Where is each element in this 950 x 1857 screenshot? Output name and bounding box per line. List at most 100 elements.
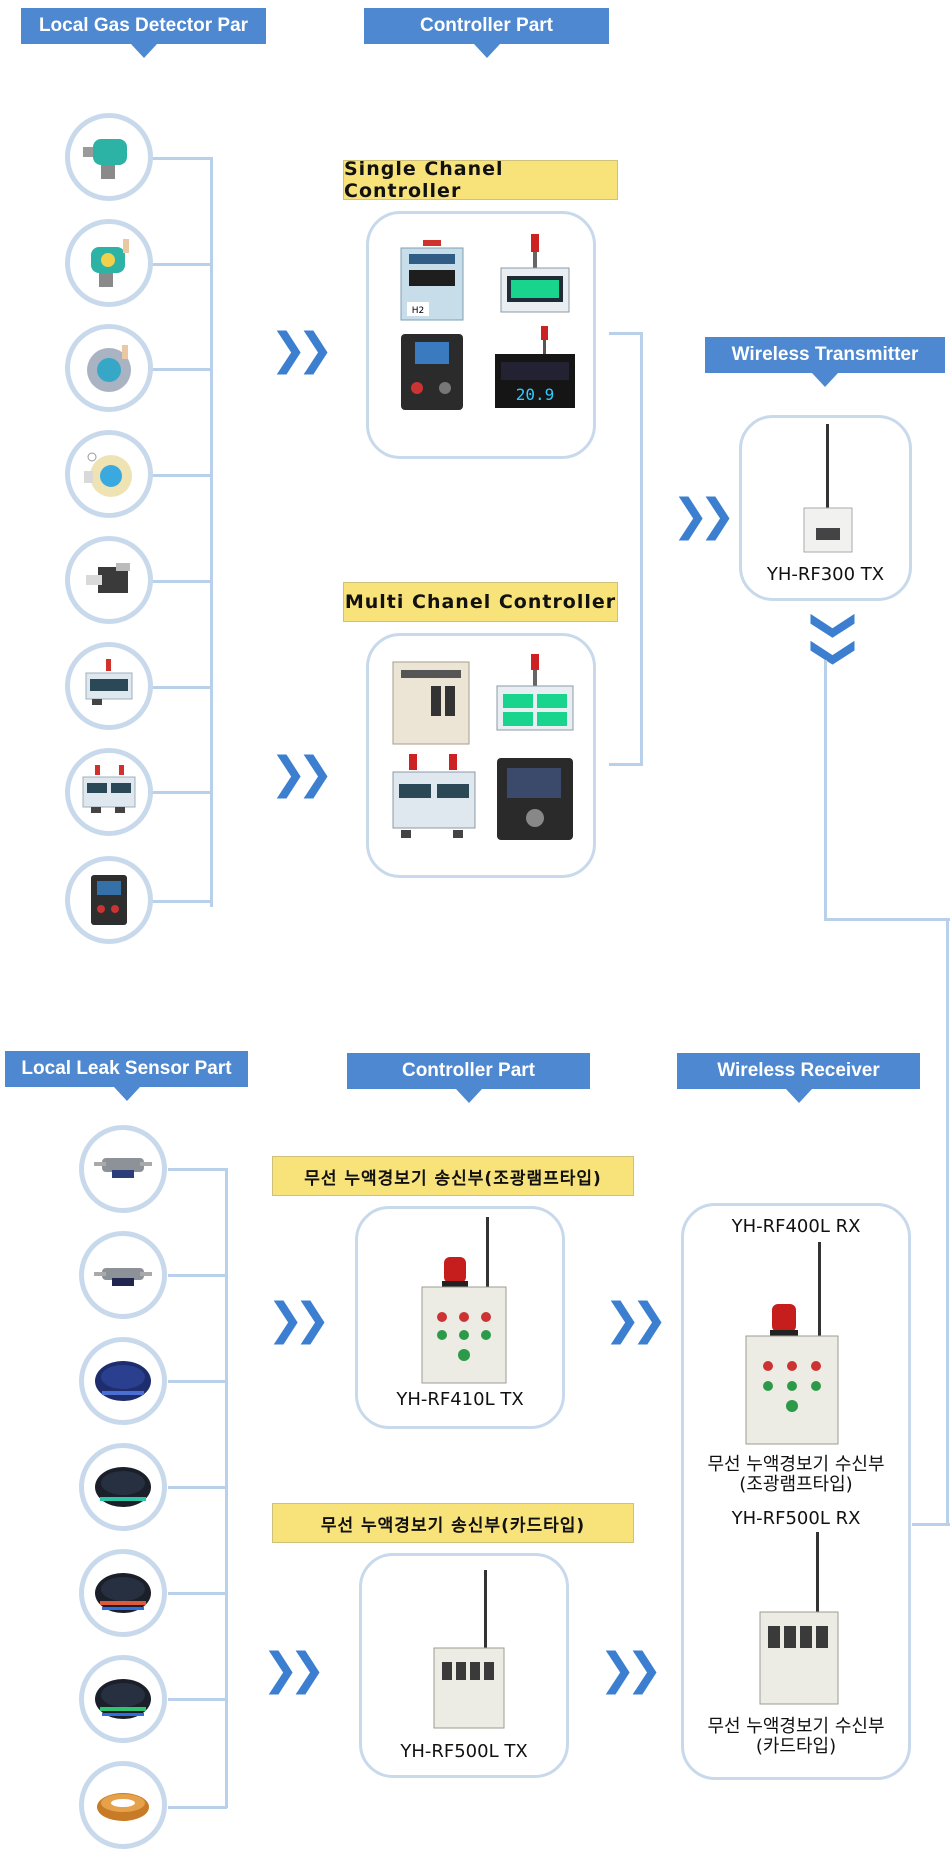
leak-sensor-1 xyxy=(79,1125,167,1213)
gas-detector-icon xyxy=(91,875,127,925)
connector xyxy=(168,1168,227,1171)
leak-sensor-2 xyxy=(79,1231,167,1319)
header-local-leak-sensor: Local Leak Sensor Part xyxy=(5,1051,248,1101)
gas-detector-3 xyxy=(65,324,153,412)
connector xyxy=(168,1698,227,1701)
header-controller-part-bottom: Controller Part xyxy=(347,1053,590,1103)
connector xyxy=(168,1274,227,1277)
connector xyxy=(152,157,212,160)
controller-image xyxy=(401,334,463,410)
ppm-text: 20.9 xyxy=(516,385,555,404)
leak-sensor-tape-icon xyxy=(97,1793,149,1821)
connector xyxy=(912,1523,950,1526)
chevron-right-icon: ❯❯ xyxy=(262,1644,326,1695)
connector xyxy=(168,1806,227,1809)
gas-detector-icon xyxy=(83,139,127,179)
card-tx-card: YH-RF500L TX xyxy=(359,1553,569,1778)
multi-channel-title: Multi Chanel Controller xyxy=(343,582,618,622)
leak-sensor-icon xyxy=(95,1467,151,1507)
chevron-right-icon: ❯❯ xyxy=(267,1294,331,1345)
leak-sensor-7 xyxy=(79,1761,167,1849)
gas-detector-icon xyxy=(85,659,133,705)
rx-card-model: YH-RF500L RX xyxy=(731,1508,861,1529)
rx-card-desc-2: (카드타입) xyxy=(755,1736,837,1757)
rx-card-desc-1: 무선 누액경보기 수신부 xyxy=(707,1716,885,1737)
header-controller-part: Controller Part xyxy=(364,8,609,58)
controller-image xyxy=(500,234,570,313)
connector xyxy=(824,918,950,921)
gas-detector-6 xyxy=(65,642,153,730)
connector xyxy=(640,332,643,766)
chevron-right-icon: ❯❯ xyxy=(270,324,334,375)
gas-detector-8 xyxy=(65,856,153,944)
controller-image xyxy=(392,754,476,838)
arrow-down-icon xyxy=(130,44,157,58)
single-channel-card: H2 20.9 xyxy=(366,211,596,459)
header-label: Controller Part xyxy=(419,15,554,36)
connector xyxy=(168,1486,227,1489)
gas-detector-4 xyxy=(65,430,153,518)
connector xyxy=(168,1380,227,1383)
gas-detector-icon xyxy=(91,239,129,287)
receiver-image xyxy=(745,1242,839,1445)
leak-sensor-icon xyxy=(94,1268,152,1286)
lamp-tx-title: 무선 누액경보기 송신부(조광램프타입) xyxy=(272,1156,634,1196)
arrow-down-icon xyxy=(455,1089,482,1103)
wireless-receiver-card: YH-RF400L RX 무선 누액경보기 수신부 (조광램프타입) YH-RF… xyxy=(681,1203,911,1780)
connector xyxy=(152,900,212,903)
header-label: Local Gas Detector Par xyxy=(38,15,249,36)
header-local-gas-detector: Local Gas Detector Par xyxy=(21,8,266,58)
leak-sensor-icon xyxy=(95,1361,151,1401)
chevron-right-icon: ❯❯ xyxy=(599,1644,663,1695)
gas-detector-7 xyxy=(65,748,153,836)
header-wireless-receiver: Wireless Receiver xyxy=(677,1053,920,1103)
rx-lamp-desc-2: (조광램프타입) xyxy=(739,1474,853,1495)
receiver-image xyxy=(759,1532,839,1705)
connector xyxy=(152,686,212,689)
leak-sensor-icon xyxy=(94,1158,152,1178)
arrow-down-icon xyxy=(785,1089,812,1103)
controller-image xyxy=(496,654,574,731)
h2-text: H2 xyxy=(412,306,425,316)
card-tx-model: YH-RF500L TX xyxy=(400,1741,528,1762)
transmitter-image xyxy=(421,1217,507,1384)
chevron-down-icon: ❯❯ xyxy=(809,607,861,661)
controller-image xyxy=(497,758,573,840)
connector xyxy=(946,918,949,1526)
gas-detector-2 xyxy=(65,219,153,307)
leak-sensor-4 xyxy=(79,1443,167,1531)
connector xyxy=(152,580,212,583)
controller-image: H2 xyxy=(400,240,464,321)
arrow-down-icon xyxy=(812,373,838,387)
leak-sensor-5 xyxy=(79,1549,167,1637)
connector xyxy=(152,791,212,794)
lamp-tx-model: YH-RF410L TX xyxy=(396,1389,524,1410)
chevron-right-icon: ❯❯ xyxy=(672,490,736,541)
controller-image xyxy=(392,661,470,745)
gas-detector-icon xyxy=(87,345,131,392)
header-label: Wireless Transmitter xyxy=(731,344,919,365)
transmitter-image xyxy=(433,1570,505,1729)
lamp-tx-card: YH-RF410L TX xyxy=(355,1206,565,1429)
chevron-right-icon: ❯❯ xyxy=(270,748,334,799)
leak-sensor-3 xyxy=(79,1337,167,1425)
rx-lamp-model: YH-RF400L RX xyxy=(731,1216,861,1237)
header-label: Wireless Receiver xyxy=(717,1060,880,1081)
leak-sensor-icon xyxy=(95,1573,151,1613)
gas-detector-1 xyxy=(65,113,153,201)
connector xyxy=(168,1592,227,1595)
detector-connector-line xyxy=(210,157,213,907)
transmitter-image xyxy=(803,424,853,553)
chevron-right-icon: ❯❯ xyxy=(604,1294,668,1345)
leak-sensor-6 xyxy=(79,1655,167,1743)
header-label: Controller Part xyxy=(401,1060,536,1081)
leak-sensor-icon xyxy=(95,1679,151,1719)
card-tx-title: 무선 누액경보기 송신부(카드타입) xyxy=(272,1503,634,1543)
single-channel-title: Single Chanel Controller xyxy=(343,158,618,202)
connector xyxy=(152,263,212,266)
header-wireless-transmitter: Wireless Transmitter xyxy=(705,337,945,387)
gas-detector-icon xyxy=(84,452,132,497)
connector xyxy=(609,332,642,335)
gas-detector-5 xyxy=(65,536,153,624)
arrow-down-icon xyxy=(113,1087,140,1101)
